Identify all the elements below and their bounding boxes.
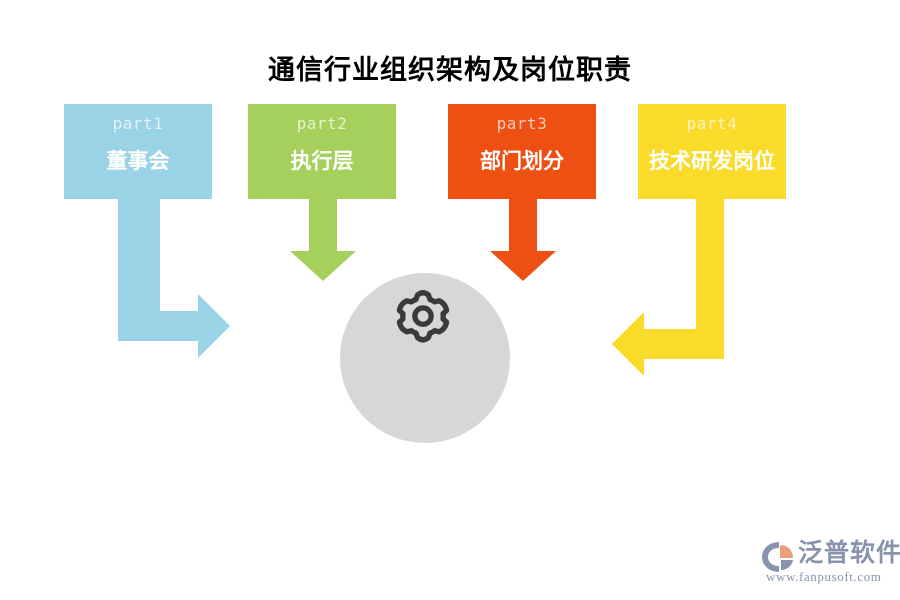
arrow-part2 (290, 199, 356, 281)
arrow-part1 (118, 199, 230, 358)
card-part-label: part4 (686, 114, 738, 133)
card-title: 董事会 (106, 150, 170, 173)
logo-mark-icon (762, 542, 793, 572)
gear-icon (392, 288, 454, 350)
card-part-label: part3 (496, 114, 548, 133)
logo-url: www.fanpusoft.com (766, 569, 882, 584)
card-part-label: part2 (296, 114, 348, 133)
card-title: 部门划分 (480, 150, 564, 173)
arrow-part3 (490, 199, 556, 281)
page-title: 通信行业组织架构及岗位职责 (268, 55, 632, 85)
center-circle (340, 273, 510, 443)
card-part-label: part1 (112, 114, 164, 133)
card-part2[interactable]: part2 执行层 (248, 104, 396, 199)
brand-logo: 泛普软件 www.fanpusoft.com (762, 538, 900, 588)
logo-name: 泛普软件 (798, 539, 900, 567)
arrow-part4 (612, 199, 724, 376)
card-part4[interactable]: part4 技术研发岗位 (638, 104, 786, 199)
card-title: 技术研发岗位 (649, 150, 775, 173)
card-part3[interactable]: part3 部门划分 (448, 104, 596, 199)
card-title: 执行层 (290, 150, 354, 173)
card-part1[interactable]: part1 董事会 (64, 104, 212, 199)
